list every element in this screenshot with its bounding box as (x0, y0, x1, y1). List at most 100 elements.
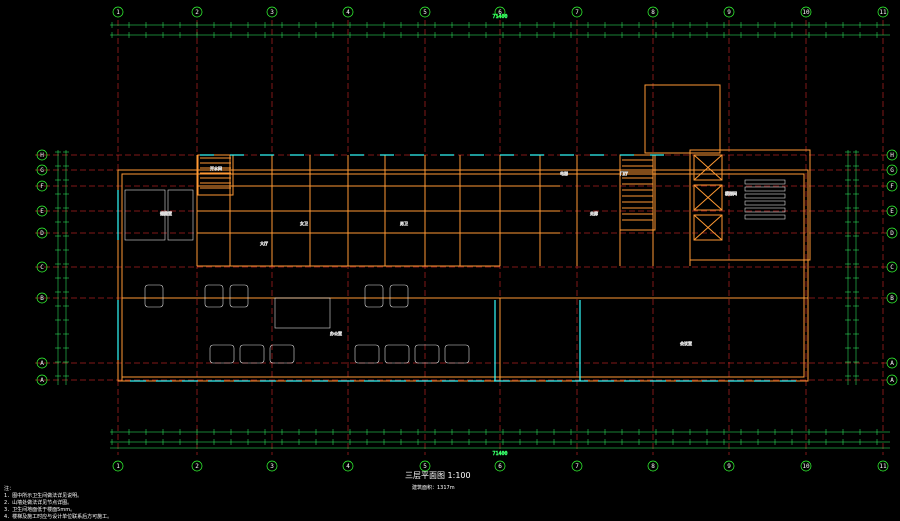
axis-label: E (890, 208, 894, 215)
axis-bubble (886, 180, 898, 192)
axis-label: 1 (116, 9, 120, 16)
elevator-cross (693, 184, 723, 211)
stair-tower (619, 154, 656, 231)
axis-bubble (36, 227, 48, 239)
desk (364, 284, 384, 308)
axis-grid (35, 20, 890, 455)
axis-label: 4 (346, 9, 350, 16)
axis-bubble (191, 6, 203, 18)
top-projection (644, 84, 721, 154)
desk (389, 284, 409, 308)
axis-bubble (112, 6, 124, 18)
axis-label: 6 (498, 9, 502, 16)
note-4: 4．楼梯及施工时应与设计单位联系后方可施工。 (4, 514, 113, 520)
seating-row (744, 179, 786, 185)
axis-label: H (890, 152, 894, 159)
room-label: 办公室 (330, 330, 342, 336)
axis-label: 9 (727, 463, 731, 470)
axis-bubble (36, 261, 48, 273)
outer-wall (117, 169, 809, 382)
axis-label: G (40, 167, 44, 174)
room-label: 开水间 (210, 165, 222, 171)
axis-label: 10 (802, 9, 810, 16)
axis-label: D (40, 230, 44, 237)
axis-bubble (886, 357, 898, 369)
axis-bubble (36, 149, 48, 161)
axis-label: B (890, 295, 894, 302)
axis-bubble (494, 6, 506, 18)
axis-bubble (800, 460, 812, 472)
axis-bubble (886, 292, 898, 304)
display-table (274, 297, 331, 329)
storage-rack (167, 189, 194, 241)
elevator-shaft (693, 154, 723, 181)
axis-label: D (890, 230, 894, 237)
room-label: 大厅 (260, 240, 268, 246)
room-label: 门厅 (620, 170, 628, 176)
axis-label: 5 (423, 463, 427, 470)
axis-label: 3 (270, 9, 274, 16)
room-label: 会议室 (680, 340, 692, 346)
notes-label: 注： (4, 486, 15, 492)
desk (204, 284, 224, 308)
axis-bubble (571, 6, 583, 18)
axis-bubble (342, 6, 354, 18)
axis-bubble (723, 460, 735, 472)
axis-bubble (36, 374, 48, 386)
fixtures: 开水间电梯女卫男卫门厅储藏室会议室办公室走廊楼梯间大厅 (124, 165, 786, 364)
axis-label: 6 (498, 463, 502, 470)
drawing-notes: 注： 1．图中所示卫生间做法详见说明。 2．山墙处做法详见节点详图。 3．卫生间… (4, 486, 112, 521)
seating-row (744, 207, 786, 213)
hall-east (499, 297, 809, 382)
seating-row (744, 186, 786, 192)
axis-label: 5 (423, 9, 427, 16)
axis-label: 4 (346, 463, 350, 470)
drawing-title: 三层平面图 1:100 (405, 471, 471, 480)
axis-bubble (266, 6, 278, 18)
axis-bubble (112, 460, 124, 472)
seating-row (744, 193, 786, 199)
axis-label: B (40, 295, 44, 302)
axis-bubble (877, 460, 889, 472)
axis-bubble (886, 227, 898, 239)
axis-label: C (890, 264, 894, 271)
axis-label: 3 (270, 463, 274, 470)
stair-tower-west (197, 154, 234, 196)
axis-label: G (890, 167, 894, 174)
axis-label: F (40, 183, 44, 190)
note-2: 2．山墙处做法详见节点详图。 (4, 500, 73, 506)
axis-label: 2 (195, 463, 199, 470)
axis-label: 7 (575, 9, 579, 16)
axis-label: E (40, 208, 44, 215)
axis-bubble (886, 149, 898, 161)
room-label: 电梯 (560, 170, 568, 176)
axis-bubble (886, 374, 898, 386)
axis-bubble (647, 6, 659, 18)
sofa (384, 344, 410, 364)
note-3: 3．卫生间地面低于楼面5mm。 (4, 507, 76, 513)
overall-length: 71400 (492, 451, 507, 457)
axis-bubble (494, 460, 506, 472)
seating-row (744, 200, 786, 206)
storage-rack (124, 189, 166, 241)
axis-label: 11 (879, 9, 887, 16)
desk (229, 284, 249, 308)
axis-bubble (419, 460, 431, 472)
axis-bubble (886, 205, 898, 217)
axis-label: C (40, 264, 44, 271)
axis-bubble (800, 6, 812, 18)
axis-label: A (40, 377, 44, 384)
axis-label: H (40, 152, 44, 159)
elevator-cross (693, 214, 723, 241)
room-label: 储藏室 (160, 210, 172, 216)
note-1: 1．图中所示卫生间做法详见说明。 (4, 493, 83, 499)
room-label: 女卫 (300, 220, 308, 226)
axis-label: 8 (651, 463, 655, 470)
outer-wall-inner (121, 173, 805, 378)
axis-label: 1 (116, 463, 120, 470)
sofa (354, 344, 380, 364)
axis-label: A (890, 377, 894, 384)
elevator-shaft (693, 214, 723, 241)
